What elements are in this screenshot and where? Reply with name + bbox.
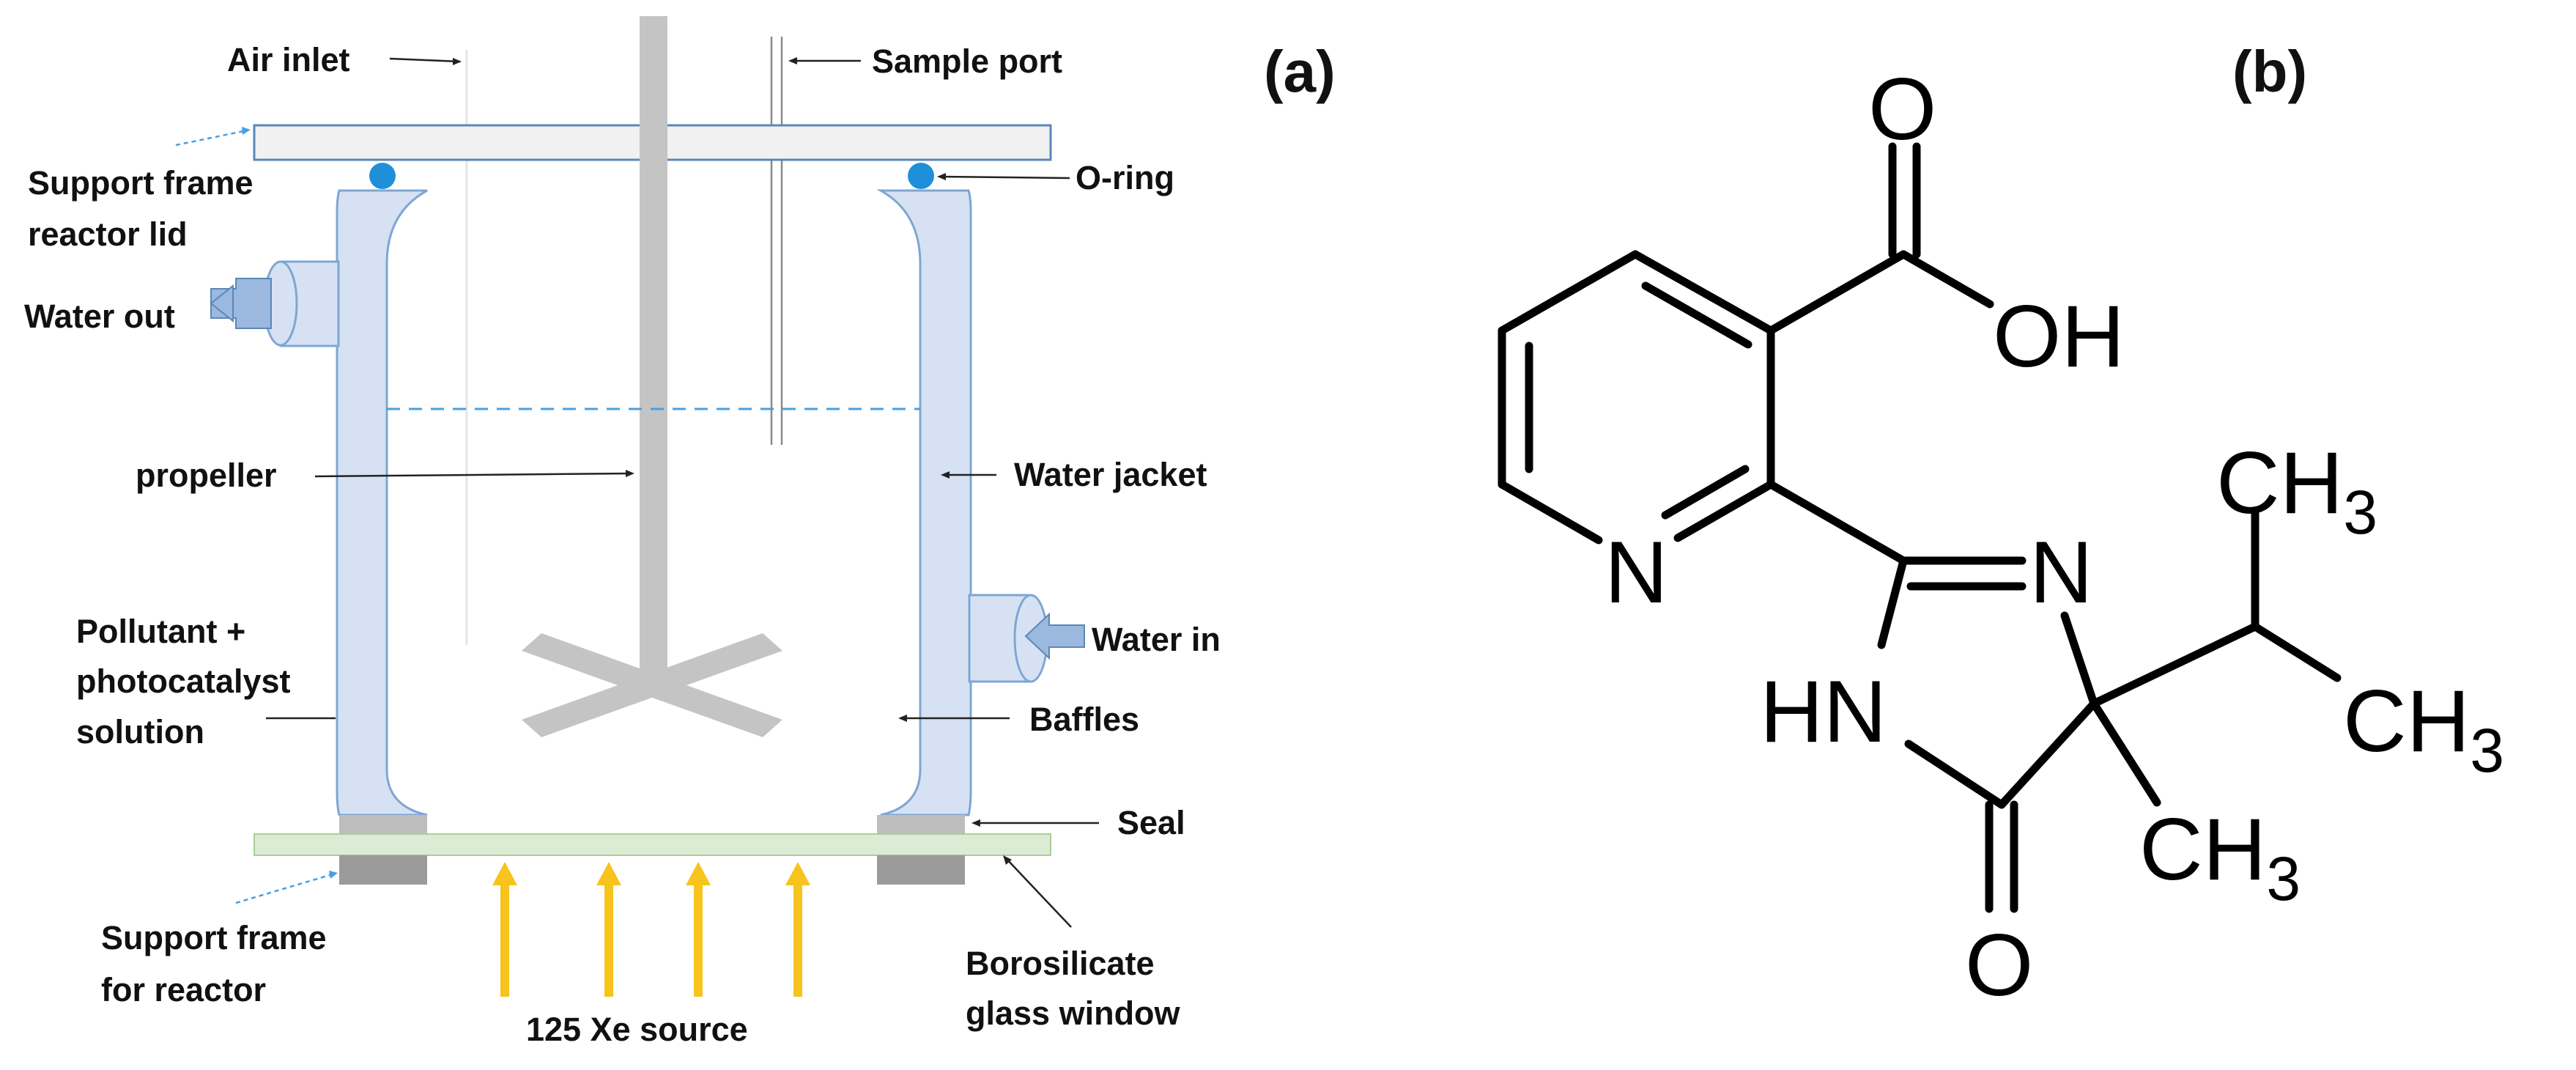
o-ring-left [369, 163, 396, 189]
bond [2251, 622, 2342, 682]
light-arrow [686, 862, 711, 997]
water-jacket-label: Water jacket [1014, 456, 1207, 493]
light-arrow [492, 862, 517, 997]
atom-ch3-bottom: CH3 [2139, 800, 2301, 913]
xe-light-arrows [492, 862, 810, 997]
water-jacket-right [876, 189, 972, 816]
reactor-diagram: Air inlet Sample port Support frame reac… [24, 16, 1336, 1048]
bond [1631, 250, 1775, 335]
propeller-shaft [640, 16, 667, 689]
pollutant-label-line1: Pollutant + [76, 613, 245, 650]
molecule-structure: (b) O OH N N [1498, 39, 2504, 1014]
seal-right [877, 815, 965, 835]
light-arrow [596, 862, 621, 997]
bond [1498, 250, 1640, 335]
bond [1899, 250, 1994, 309]
support-frame-reactor-label-line2: for reactor [101, 971, 266, 1008]
bond [1766, 250, 1908, 335]
support-frame-lid-label-line2: reactor lid [28, 215, 188, 253]
support-frame-lid-label-line1: Support frame [28, 164, 253, 202]
borosilicate-glass-window [253, 833, 1051, 856]
pollutant-label-line3: solution [76, 713, 204, 750]
glass-window-label-line2: glass window [966, 995, 1181, 1032]
bond [2090, 699, 2161, 807]
pollutant-label-line2: photocatalyst [76, 663, 291, 700]
xe-source-label: 125 Xe source [526, 1011, 748, 1048]
sample-port-label: Sample port [872, 43, 1062, 80]
water-out-arrowhead [210, 284, 234, 323]
bond [1673, 480, 1775, 542]
bond [2090, 622, 2259, 708]
water-in-arrow [1024, 612, 1085, 660]
atom-o-carbonyl: O [1868, 60, 1936, 158]
support-frame-reactor-label-line1: Support frame [101, 919, 327, 956]
o-ring-right [908, 163, 934, 189]
air-inlet-label: Air inlet [227, 41, 350, 78]
water-out-label: Water out [24, 298, 175, 335]
support-frame-right [877, 855, 965, 885]
seal-label: Seal [1117, 804, 1185, 841]
atom-n-imine: N [2029, 523, 2093, 621]
panel-a-label: (a) [1264, 39, 1336, 104]
light-arrow [785, 862, 810, 997]
o-ring-label: O-ring [1076, 159, 1174, 196]
atom-oh: OH [1993, 287, 2125, 385]
atom-n-pyridine: N [1605, 523, 1668, 621]
bond [1877, 556, 1908, 649]
bond [1997, 699, 2098, 809]
bond [1904, 739, 2006, 809]
bond [2060, 611, 2098, 708]
baffles-label: Baffles [1029, 701, 1139, 738]
atom-ch3-right: CH3 [2343, 672, 2504, 785]
propeller-blade-2 [522, 633, 782, 737]
panel-b-label: (b) [2232, 39, 2307, 104]
bond [1498, 480, 1603, 545]
leader-lines [175, 57, 1099, 928]
support-frame-left [339, 855, 427, 885]
bond-double-inner [1641, 281, 1753, 349]
glass-window-label-line1: Borosilicate [966, 945, 1155, 982]
atom-ch3-top: CH3 [2216, 434, 2377, 547]
bond-double-inner [1661, 465, 1750, 520]
atom-o-ketone: O [1965, 916, 2033, 1014]
water-jacket-left [336, 189, 428, 816]
water-in-label: Water in [1092, 621, 1221, 658]
atom-hn: HN [1760, 663, 1887, 761]
seal-left [339, 815, 427, 835]
bond [1766, 480, 1908, 565]
propeller-label: propeller [136, 457, 277, 494]
